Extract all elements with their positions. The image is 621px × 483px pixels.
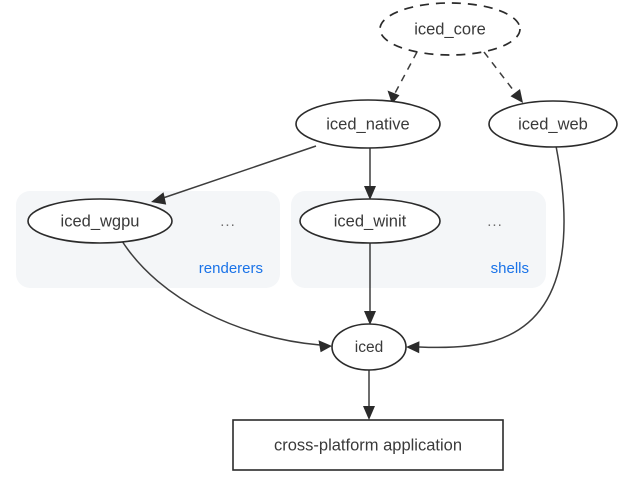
cluster-shells-label: shells xyxy=(491,260,529,277)
node-iced-web-label: iced_web xyxy=(518,115,588,133)
node-iced-winit-label: iced_winit xyxy=(334,212,407,230)
edge-iced-to-application xyxy=(363,370,375,420)
edge-iced-web-to-iced-arrow xyxy=(406,341,420,354)
edge-iced-native-to-iced-winit-arrow xyxy=(364,186,376,200)
node-iced-wgpu-label: iced_wgpu xyxy=(61,212,140,230)
node-cross-platform-application-label: cross-platform application xyxy=(274,436,462,454)
edge-iced-wgpu-to-iced-line xyxy=(121,240,321,346)
edge-iced-winit-to-iced xyxy=(364,243,376,325)
edge-iced-native-to-iced-wgpu-line xyxy=(162,145,317,199)
node-iced-web-ellipse[interactable] xyxy=(488,100,618,148)
node-iced-winit[interactable]: iced_winit xyxy=(299,198,441,244)
edge-iced-native-to-iced-wgpu xyxy=(151,145,317,205)
cluster-shells-ellipsis: ... xyxy=(487,213,503,230)
edge-iced-core-to-iced-native xyxy=(387,51,418,104)
edge-iced-wgpu-to-iced-arrow xyxy=(318,340,332,353)
node-cross-platform-application-rect[interactable] xyxy=(232,419,504,471)
edge-iced-native-to-iced-wgpu-arrow xyxy=(151,192,167,205)
node-cross-platform-application[interactable]: cross-platform application xyxy=(232,419,504,471)
node-iced-wgpu[interactable]: iced_wgpu xyxy=(27,198,173,244)
cluster-renderers-label: renderers xyxy=(199,260,263,277)
cluster-renderers-ellipsis: ... xyxy=(220,213,236,230)
node-iced-web[interactable]: iced_web xyxy=(488,100,618,148)
node-iced-native-label: iced_native xyxy=(326,115,409,133)
edge-iced-web-to-iced xyxy=(406,145,565,354)
node-iced-core[interactable]: iced_core xyxy=(379,2,521,56)
edge-iced-core-to-iced-native-line xyxy=(393,51,418,96)
edge-iced-native-to-iced-winit xyxy=(364,148,376,200)
edge-iced-web-to-iced-line xyxy=(418,145,565,349)
node-iced-label: iced xyxy=(355,339,383,356)
node-iced-core-label: iced_core xyxy=(414,20,486,38)
edge-iced-core-to-iced-web-line xyxy=(483,51,518,96)
node-iced-core-ellipse[interactable] xyxy=(379,2,521,56)
node-iced-ellipse[interactable] xyxy=(331,323,407,371)
edge-iced-wgpu-to-iced xyxy=(121,240,332,353)
edge-iced-winit-to-iced-arrow xyxy=(364,311,376,325)
node-iced-native-ellipse[interactable] xyxy=(295,99,441,149)
node-iced-native[interactable]: iced_native xyxy=(295,99,441,149)
edge-iced-core-to-iced-web xyxy=(483,51,523,103)
node-iced-winit-ellipse[interactable] xyxy=(299,198,441,244)
edge-iced-core-to-iced-web-arrow xyxy=(510,89,523,103)
edge-iced-core-to-iced-native-arrow xyxy=(387,90,400,104)
node-iced-wgpu-ellipse[interactable] xyxy=(27,198,173,244)
edge-iced-to-application-arrow xyxy=(363,406,375,420)
node-iced[interactable]: iced xyxy=(331,323,407,371)
